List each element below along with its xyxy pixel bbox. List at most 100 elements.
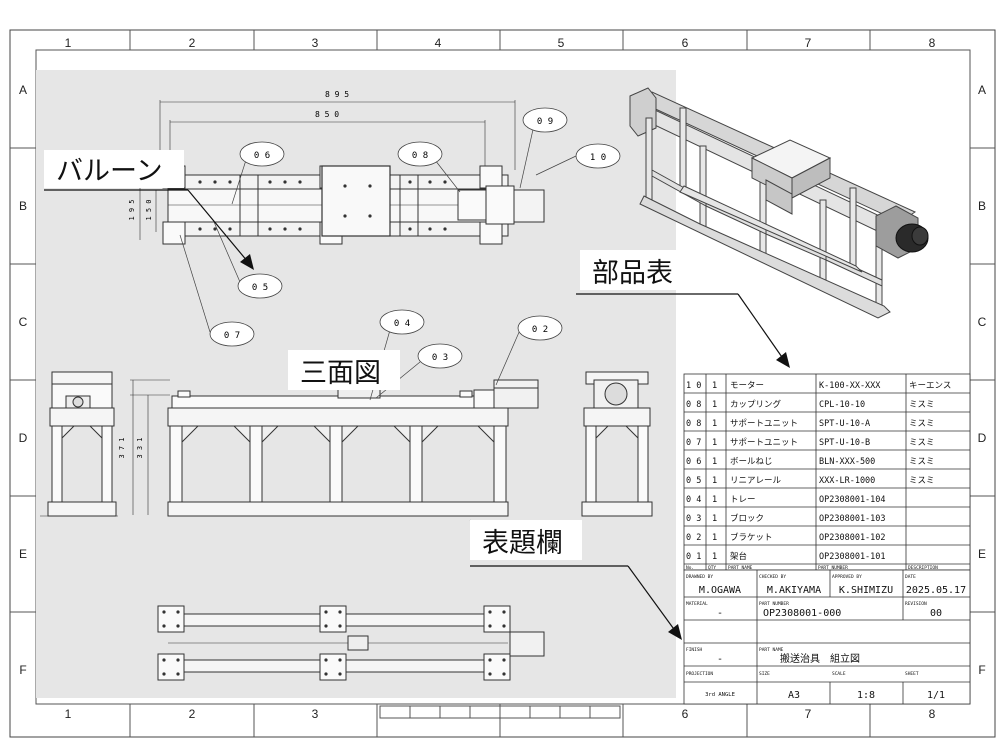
- bom-row-7-name: トレー: [730, 495, 756, 505]
- bom-header-no: No.: [686, 565, 694, 571]
- zone-col-4: 4: [435, 36, 442, 50]
- balloon-03-label: 0 3: [432, 353, 448, 363]
- bom-row-4-no: 0 7: [686, 438, 701, 448]
- bom-row-10-name: 架台: [730, 551, 747, 562]
- tb-checked-by: M.AKIYAMA: [767, 585, 821, 596]
- tb-finish: -: [717, 654, 723, 665]
- zone-col-1-bottom: 1: [65, 707, 72, 721]
- zone-col-2-bottom: 2: [189, 707, 196, 721]
- zone-col-3: 3: [312, 36, 319, 50]
- bom-row-8-name: ブロック: [730, 513, 764, 524]
- balloon-07-label: 0 7: [224, 331, 240, 341]
- tb-approved-by-label: APPROVED BY: [832, 574, 862, 580]
- bom-row-10-partno: OP2308001-101: [819, 552, 886, 562]
- bom-row-7-partno: OP2308001-104: [819, 495, 886, 505]
- bom-header-qty: QTY: [708, 565, 716, 571]
- bom-row-7-qty: 1: [712, 495, 717, 505]
- balloon-04-circle: [379, 309, 425, 335]
- tb-sheet: 1/1: [927, 690, 945, 701]
- bom-row-1-partno: K-100-XX-XXX: [819, 381, 881, 391]
- bom-row-6-desc: ミスミ: [909, 476, 935, 486]
- tb-material: -: [717, 608, 723, 619]
- balloon-09-label: 0 9: [537, 117, 553, 127]
- bom-row-4-partno: SPT-U-10-B: [819, 438, 870, 448]
- zone-row-e-right: E: [978, 547, 986, 561]
- bom-rows: 1 0 1 モーター K-100-XX-XXX キーエンス 0 8 1 カップリ…: [686, 381, 951, 571]
- zone-col-5: 5: [558, 36, 565, 50]
- callout-balloon-bg: [44, 150, 184, 188]
- balloon-09-circle: [522, 107, 568, 133]
- tb-date: 2025.05.17: [906, 585, 966, 596]
- arrow-bom: [776, 352, 790, 368]
- bom-row-4-desc: ミスミ: [909, 438, 935, 448]
- bom-table: [683, 373, 971, 571]
- tb-scale: 1:8: [857, 690, 875, 701]
- bom-row-4-name: サポートユニット: [730, 438, 798, 448]
- tb-size: A3: [788, 690, 800, 701]
- bom-row-5-no: 0 6: [686, 457, 701, 467]
- tb-part-number-label: PART NUMBER: [759, 601, 789, 607]
- zone-col-8: 8: [929, 36, 936, 50]
- bom-header-part-name: PART NAME: [728, 565, 753, 571]
- balloon-05-circle: [237, 273, 283, 299]
- bom-row-3-partno: SPT-U-10-A: [819, 419, 870, 429]
- bom-row-6-qty: 1: [712, 476, 717, 486]
- tb-approved-by: K.SHIMIZU: [839, 585, 893, 596]
- front-view: [130, 379, 539, 517]
- bom-row-3-name: サポートユニット: [730, 419, 798, 429]
- bom-row-1-qty: 1: [712, 381, 717, 391]
- zone-row-b-right: B: [978, 199, 986, 213]
- bom-row-6-no: 0 5: [686, 476, 701, 486]
- tb-revision-label: REVISION: [905, 601, 927, 607]
- bom-header-description: DESCRIPTION: [908, 565, 938, 571]
- callout-bom: 部品表: [592, 258, 673, 289]
- callout-bom-bg: [580, 250, 684, 290]
- bom-row-1-no: 1 0: [686, 381, 701, 391]
- top-view: [139, 100, 545, 245]
- zone-col-8-bottom: 8: [929, 707, 936, 721]
- bom-header-part-number: PART NUMBER: [818, 565, 848, 571]
- bom-row-4-qty: 1: [712, 438, 717, 448]
- bom-row-5-desc: ミスミ: [909, 457, 935, 467]
- arrow-balloon: [240, 254, 254, 270]
- bom-row-8-partno: OP2308001-103: [819, 514, 886, 524]
- bom-row-9-name: ブラケット: [730, 532, 773, 543]
- zone-row-b: B: [19, 199, 27, 213]
- tb-part-name: 搬送治具 組立図: [780, 652, 860, 665]
- tb-revision: 00: [930, 608, 942, 619]
- bom-row-1-desc: キーエンス: [909, 381, 951, 391]
- zone-rows: A B C D E F A B C D E F: [10, 83, 995, 677]
- zone-col-6-bottom: 6: [682, 707, 689, 721]
- dim-inner-length: 8 5 0: [315, 110, 339, 119]
- bom-row-9-qty: 1: [712, 533, 717, 543]
- bom-row-3-desc: ミスミ: [909, 419, 935, 429]
- zone-row-a-right: A: [978, 83, 986, 97]
- tb-size-label: SIZE: [759, 671, 770, 677]
- zone-row-c: C: [19, 315, 28, 329]
- left-side-view: [40, 371, 118, 517]
- zone-row-f: F: [19, 663, 26, 677]
- bom-row-7-no: 0 4: [686, 495, 701, 505]
- bom-row-5-name: ボールねじ: [730, 457, 773, 467]
- tb-part-name-label: PART NAME: [759, 647, 784, 653]
- balloon-08-circle: [397, 141, 443, 167]
- right-side-view: [581, 371, 653, 517]
- bom-row-10-qty: 1: [712, 552, 717, 562]
- bom-row-3-qty: 1: [712, 419, 717, 429]
- dim-top-width-inner: 1 5 0: [145, 199, 153, 220]
- tb-projection-label: PROJECTION: [686, 671, 713, 677]
- bom-row-5-qty: 1: [712, 457, 717, 467]
- dim-front-height-inner: 3 3 1: [136, 437, 144, 458]
- title-block-fields: DRAWNED BY M.OGAWA CHECKED BY M.AKIYAMA …: [686, 574, 966, 701]
- bom-row-2-partno: CPL-10-10: [819, 400, 865, 410]
- arrow-title-block: [668, 624, 682, 640]
- tb-finish-label: FINISH: [686, 647, 703, 653]
- balloon-10-label: 1 0: [590, 153, 606, 163]
- balloon-02-circle: [517, 315, 563, 341]
- bom-row-9-no: 0 2: [686, 533, 701, 543]
- tb-scale-label: SCALE: [832, 671, 846, 677]
- balloon-04-label: 0 4: [394, 319, 410, 329]
- callout-three-view: 三面図: [300, 358, 381, 389]
- zone-row-c-right: C: [978, 315, 987, 329]
- balloon-08-label: 0 8: [412, 151, 428, 161]
